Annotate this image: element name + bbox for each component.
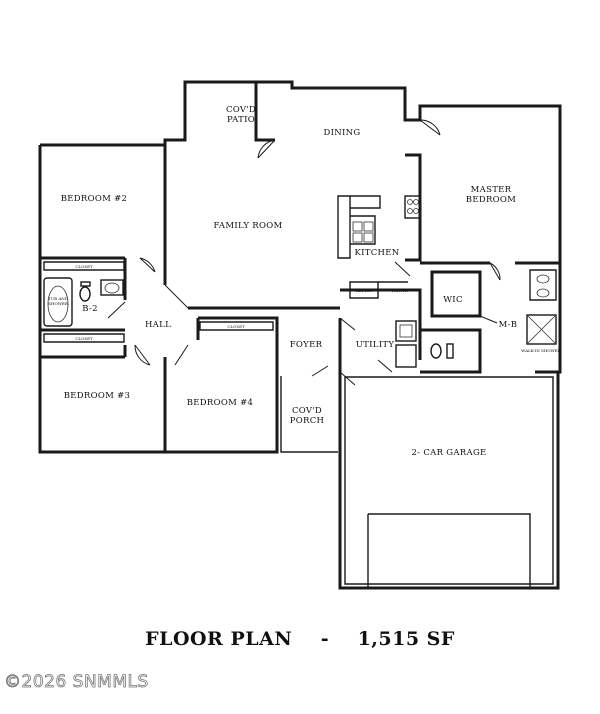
label-covd-porch-2: PORCH xyxy=(290,416,325,426)
label-pantry: PANTRY xyxy=(392,288,409,293)
label-wic: WIC xyxy=(443,295,463,305)
label-bedroom-3: BEDROOM #3 xyxy=(64,391,131,401)
label-tub-1: TUB AND xyxy=(48,296,68,301)
label-closet-b4: CLOSET xyxy=(227,324,245,329)
label-bedroom-2: BEDROOM #2 xyxy=(61,194,128,204)
label-covd-porch-1: COV'D xyxy=(292,406,322,416)
door-swings xyxy=(107,119,501,386)
floor-plan-title: FLOOR PLAN - 1,515 SF xyxy=(0,628,600,650)
label-garage: 2- CAR GARAGE xyxy=(411,448,486,458)
exterior-walls xyxy=(38,80,562,590)
label-closet-b2: CLOSET xyxy=(75,264,93,269)
label-walkin-shower: WALK-IN SHOWER xyxy=(521,348,561,353)
label-family-room: FAMILY ROOM xyxy=(213,221,282,231)
title-left: FLOOR PLAN xyxy=(145,628,293,650)
title-separator: - xyxy=(320,628,330,650)
label-dining: DINING xyxy=(324,128,361,138)
label-master-1: MASTER xyxy=(471,185,512,195)
label-tub-2: SHOWER xyxy=(48,301,69,306)
label-closet-b3: CLOSET xyxy=(75,336,93,341)
label-b2: B-2 xyxy=(82,304,98,314)
label-hall: HALL xyxy=(145,320,171,330)
label-master-2: BEDROOM xyxy=(466,195,516,205)
interior-walls xyxy=(40,145,560,452)
mls-watermark: ©2026 SNMMLS xyxy=(4,672,149,693)
label-mb: M-B xyxy=(499,320,518,330)
label-bedroom-4: BEDROOM #4 xyxy=(187,398,254,408)
label-refrig: REFRIG xyxy=(356,288,373,293)
label-covd-patio-2: PATIO xyxy=(227,115,255,125)
title-area: 1,515 SF xyxy=(357,628,455,650)
label-covd-patio-1: COV'D xyxy=(226,105,256,115)
label-kitchen: KITCHEN xyxy=(354,248,399,258)
label-foyer: FOYER xyxy=(290,340,323,350)
label-utility: UTILITY xyxy=(356,340,395,350)
